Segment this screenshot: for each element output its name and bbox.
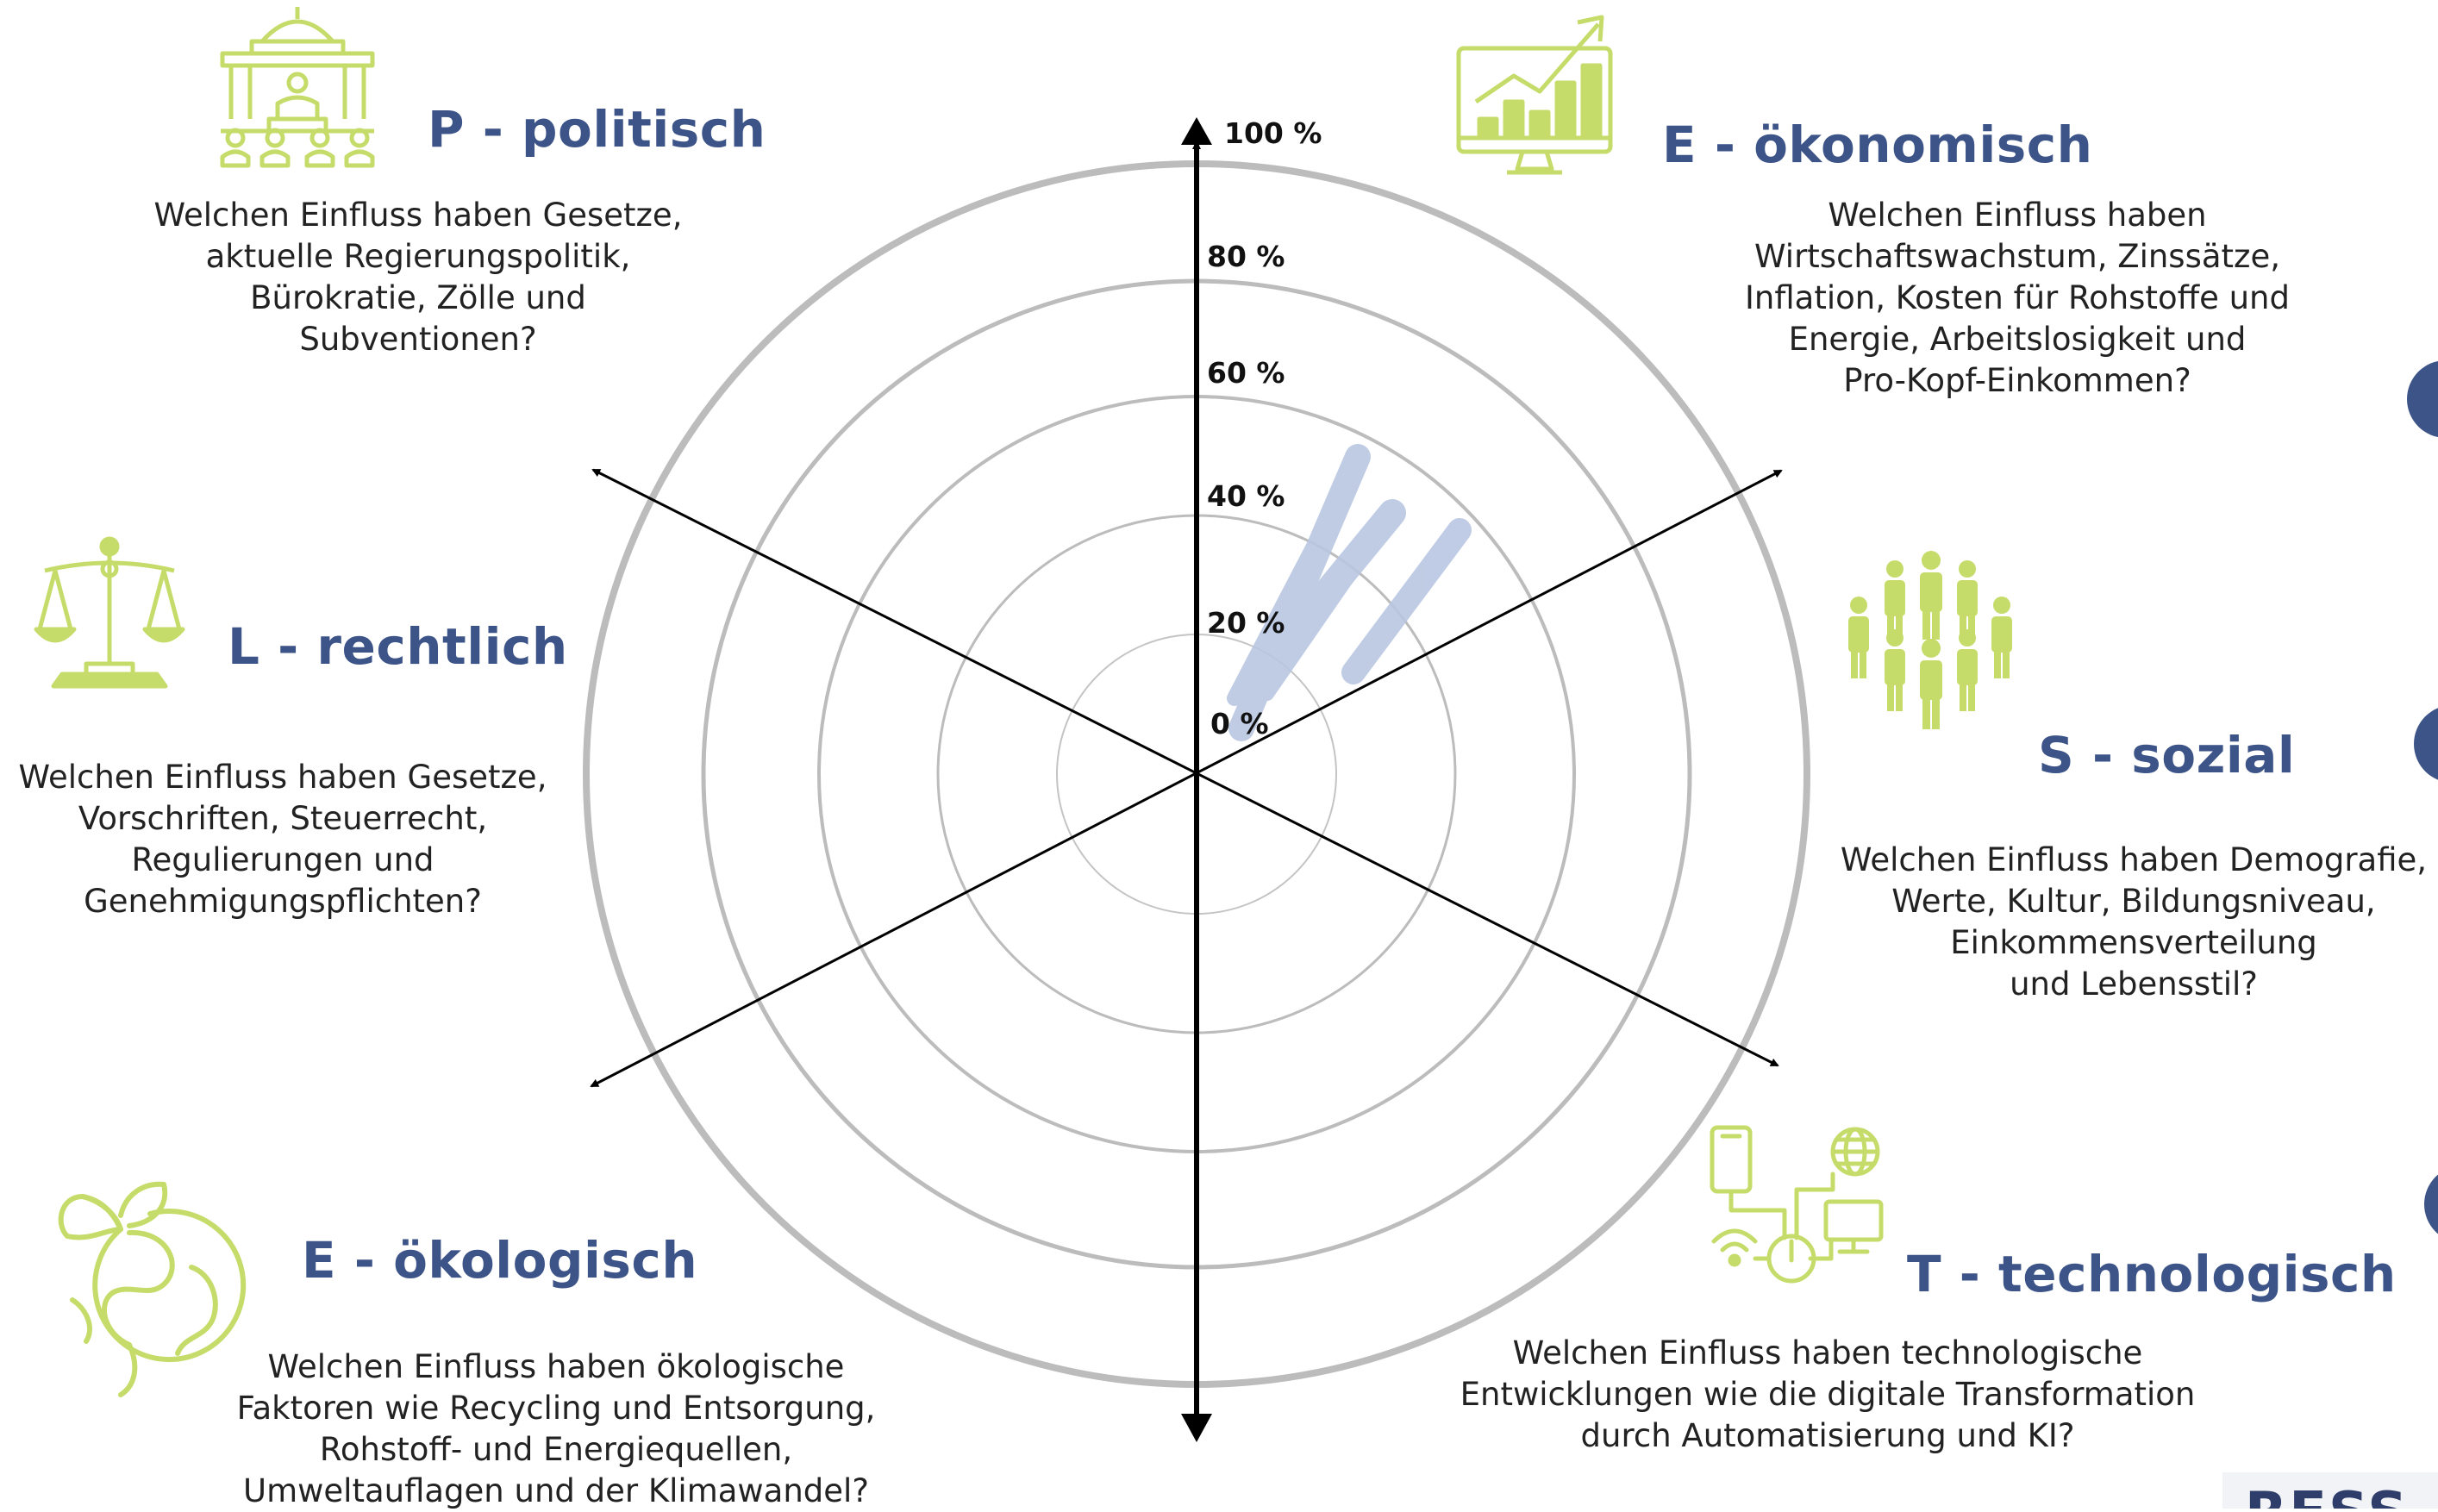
axis-diagonal-b	[590, 469, 1783, 1088]
segment-title-oekonomisch: E - ökonomisch	[1662, 116, 2093, 174]
scale-label-100: 100 %	[1224, 116, 1322, 150]
description-line: Rohstoff- und Energiequellen,	[319, 1431, 793, 1468]
description-line: Pro-Kopf-Einkommen?	[1843, 362, 2191, 399]
description-line: Regulierungen und	[131, 841, 434, 878]
brand-logo: RESS	[2222, 1472, 2438, 1509]
globe-leaf-icon	[58, 1181, 247, 1397]
description-line: und Lebensstil?	[2010, 965, 2258, 1003]
scale-label-80: 80 %	[1207, 240, 1285, 273]
growth-chart-icon	[1456, 15, 1613, 175]
description-line: durch Automatisierung und KI?	[1580, 1417, 2075, 1454]
brand-logo-text: RESS	[2245, 1481, 2409, 1509]
description-line: Subventionen?	[299, 321, 537, 358]
scales-of-justice-icon	[34, 536, 185, 689]
scale-label-40: 40 %	[1207, 479, 1285, 513]
segment-title-oekologisch: E - ökologisch	[302, 1231, 698, 1290]
description-line: Welchen Einfluss haben	[1828, 197, 2207, 234]
segment-description-oekonomisch: Welchen Einfluss haben Wirtschaftswachst…	[1716, 195, 2319, 402]
scale-label-20: 20 %	[1207, 606, 1285, 640]
tech-devices-icon	[1710, 1125, 1884, 1284]
axis-diagonal-a	[591, 468, 1779, 1067]
description-line: Bürokratie, Zölle und	[250, 279, 586, 316]
axes	[590, 141, 1783, 1424]
description-line: Faktoren wie Recycling und Entsorgung,	[236, 1390, 876, 1427]
segment-description-sozial: Welchen Einfluss haben Demografie, Werte…	[1832, 840, 2435, 1005]
segment-title-technologisch: T - technologisch	[1907, 1245, 2397, 1303]
description-line: Inflation, Kosten für Rohstoffe und	[1745, 279, 2290, 316]
description-line: Welchen Einfluss haben ökologische	[267, 1348, 845, 1385]
description-line: Werte, Kultur, Bildungsniveau,	[1891, 883, 2376, 920]
scale-label-0: 0 %	[1210, 707, 1269, 740]
description-line: Einkommensverteilung	[1950, 924, 2317, 961]
parliament-icon	[220, 7, 375, 168]
segment-title-rechtlich: L - rechtlich	[228, 617, 568, 676]
people-group-icon	[1848, 551, 2012, 729]
description-line: Welchen Einfluss haben technologische	[1512, 1334, 2143, 1371]
axis-arrowheads	[1181, 117, 1212, 1442]
segment-title-politisch: P - politisch	[428, 100, 766, 159]
description-line: Entwicklungen wie die digitale Transform…	[1460, 1376, 2196, 1413]
description-line: Vorschriften, Steuerrecht,	[78, 800, 488, 837]
scale-label-60: 60 %	[1207, 356, 1285, 390]
description-line: aktuelle Regierungspolitik,	[205, 238, 631, 275]
description-line: Energie, Arbeitslosigkeit und	[1788, 321, 2247, 358]
description-line: Welchen Einfluss haben Gesetze,	[18, 759, 547, 796]
segment-description-politisch: Welchen Einfluss haben Gesetze, aktuelle…	[138, 195, 698, 360]
description-line: Genehmigungspflichten?	[84, 883, 482, 920]
segment-title-sozial: S - sozial	[2038, 726, 2296, 784]
segment-description-rechtlich: Welchen Einfluss haben Gesetze, Vorschri…	[7, 757, 559, 922]
description-line: Welchen Einfluss haben Gesetze,	[153, 197, 683, 234]
segment-description-oekologisch: Welchen Einfluss haben ökologische Fakto…	[207, 1346, 905, 1512]
description-line: Wirtschaftswachstum, Zinssätze,	[1754, 238, 2280, 275]
description-line: Welchen Einfluss haben Demografie,	[1840, 841, 2428, 878]
segment-description-technologisch: Welchen Einfluss haben technologische En…	[1414, 1333, 2241, 1457]
description-line: Umweltauflagen und der Klimawandel?	[243, 1472, 869, 1509]
